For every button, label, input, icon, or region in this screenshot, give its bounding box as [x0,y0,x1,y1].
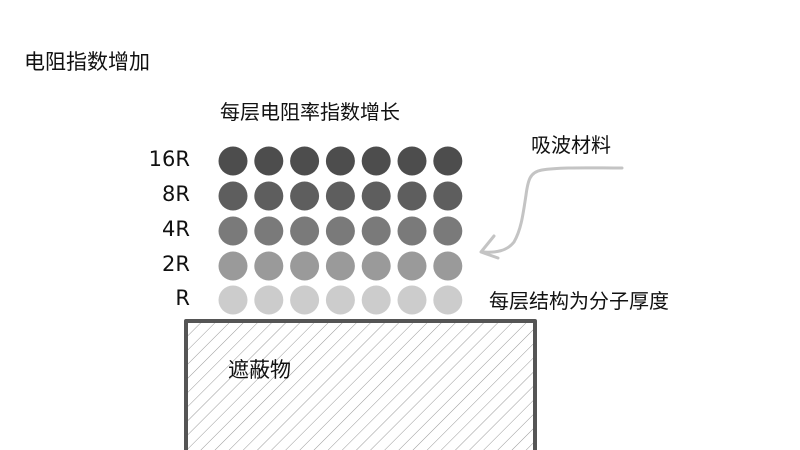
particle [397,146,427,176]
particle [254,146,284,176]
layer-label: 8R [162,182,190,206]
particle [325,216,355,246]
particle [254,285,284,315]
particle [254,181,284,211]
particle [218,181,248,211]
particle [325,251,355,281]
particle [218,216,248,246]
particle [361,216,391,246]
particle [290,285,320,315]
particle [218,285,248,315]
particle [290,146,320,176]
shield-label: 遮蔽物 [228,358,291,382]
particle [397,285,427,315]
layer-label: R [175,286,190,310]
shield-block [184,319,537,450]
particle [433,146,463,176]
absorber-label: 吸波材料 [531,133,611,157]
layers-subtitle: 每层电阻率指数增长 [220,100,400,124]
particle [397,216,427,246]
particle [218,251,248,281]
particle [254,216,284,246]
particle [325,181,355,211]
particle [361,181,391,211]
arrow-icon [479,166,624,260]
particle [290,181,320,211]
particle [325,146,355,176]
layer-thickness-label: 每层结构为分子厚度 [489,289,669,313]
layer-label: 16R [148,147,190,171]
particle [254,251,284,281]
shield-outline [184,319,537,450]
layer-label: 2R [162,252,190,276]
shield-hatch-fill [186,321,535,450]
particle [433,216,463,246]
particle-layers [218,146,463,315]
diagram-title: 电阻指数增加 [24,50,150,74]
particle [218,146,248,176]
particle [361,251,391,281]
particle [397,181,427,211]
particle [433,285,463,315]
particle [433,181,463,211]
layer-label: 4R [162,217,190,241]
particle [290,251,320,281]
particle [361,285,391,315]
particle [290,216,320,246]
particle [397,251,427,281]
particle [361,146,391,176]
particle [433,251,463,281]
particle [325,285,355,315]
